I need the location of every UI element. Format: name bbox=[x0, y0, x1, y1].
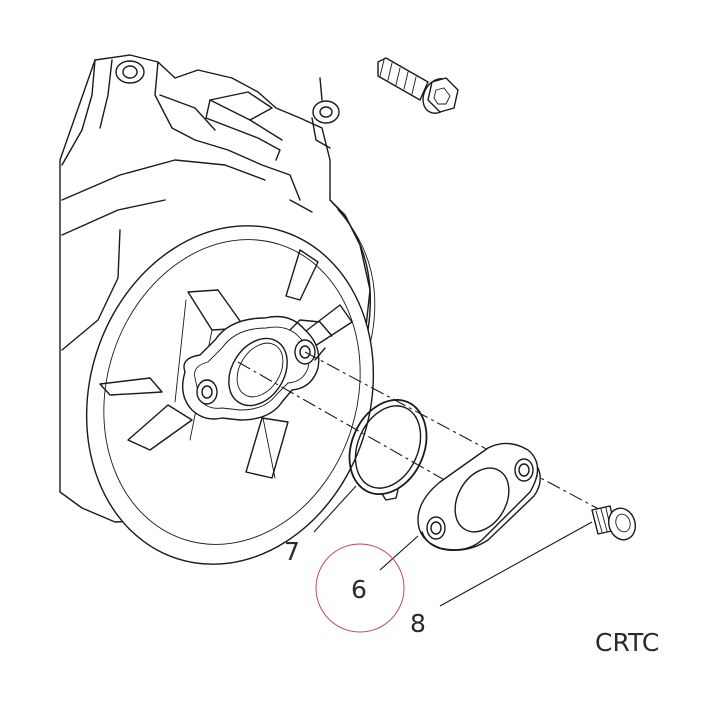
callout-6: 6 bbox=[351, 575, 367, 604]
callout-highlight-circle bbox=[315, 543, 405, 633]
flange-gasket-part-6 bbox=[417, 442, 541, 551]
housing-cover bbox=[59, 54, 376, 565]
hex-flange-bolt bbox=[377, 57, 459, 114]
countersunk-screw-part-8 bbox=[591, 505, 637, 541]
leader-lines bbox=[313, 485, 593, 607]
o-ring-part-7 bbox=[348, 399, 428, 501]
housing-flange bbox=[182, 315, 333, 421]
callout-8: 8 bbox=[410, 609, 426, 638]
callout-7: 7 bbox=[284, 537, 300, 566]
drawing-code: CRTC bbox=[595, 628, 659, 657]
